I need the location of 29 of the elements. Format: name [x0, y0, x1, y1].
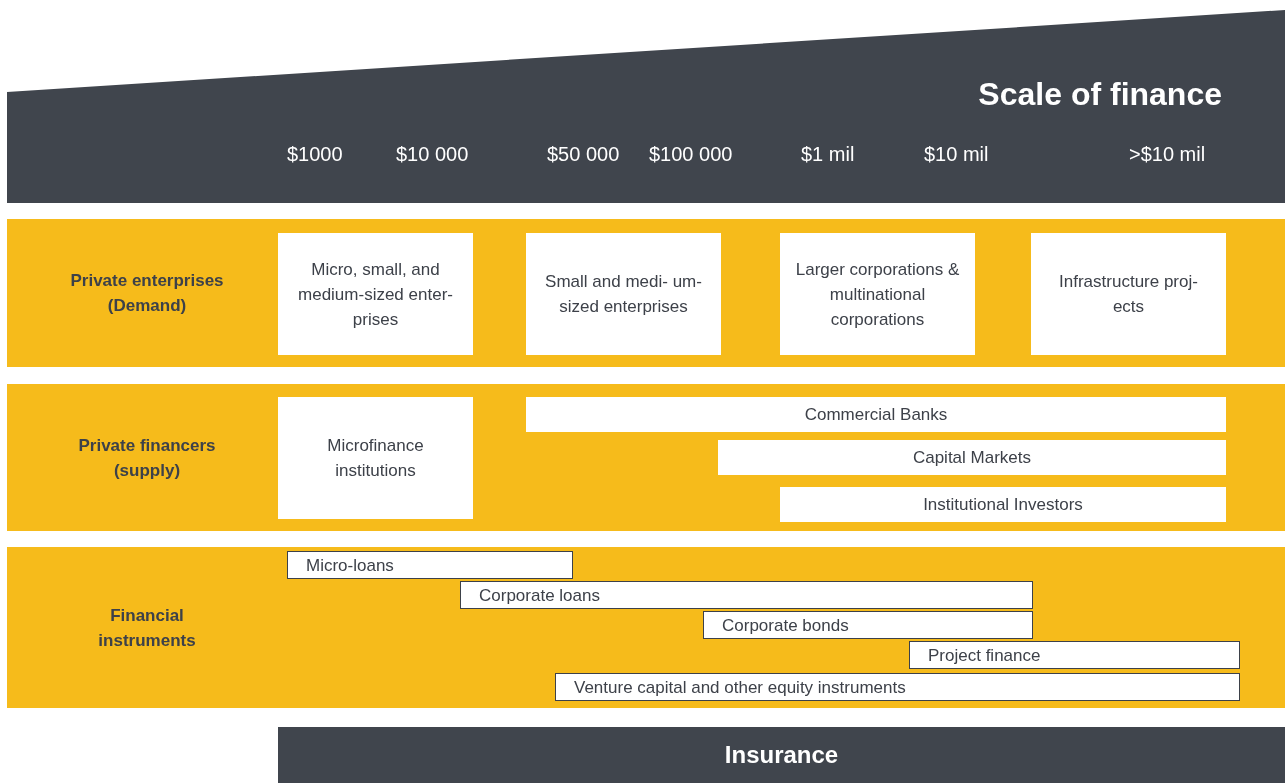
segment-box: Infrastructure proj- ects	[1031, 233, 1226, 355]
instrument-bar: Venture capital and other equity instruments	[555, 673, 1240, 701]
segment-box: Larger corporations & multinational corporations	[780, 233, 975, 355]
category-band	[7, 547, 1285, 708]
scale-tick-label: $1000	[287, 143, 343, 166]
header-band	[7, 10, 1285, 203]
instrument-bar: Corporate loans	[460, 581, 1033, 609]
category-band	[7, 384, 1285, 531]
segment-box: Micro, small, and medium-sized enter- prises	[278, 233, 473, 355]
instrument-bar: Micro-loans	[287, 551, 573, 579]
insurance-band: Insurance	[278, 727, 1285, 783]
instrument-bar: Project finance	[909, 641, 1240, 669]
segment-box: Institutional Investors	[780, 487, 1226, 522]
segment-box: Microfinance institutions	[278, 397, 473, 519]
scale-title: Scale of finance	[978, 76, 1222, 113]
band-heading: Private enterprises (Demand)	[69, 270, 225, 317]
instrument-bar: Corporate bonds	[703, 611, 1033, 639]
scale-tick-label: $10 000	[396, 143, 469, 166]
band-heading: Financial instruments	[97, 604, 197, 652]
segment-box: Small and medi- um-sized enterprises	[526, 233, 721, 355]
segment-box: Commercial Banks	[526, 397, 1226, 432]
category-band	[7, 219, 1285, 367]
scale-tick-label: $50 000	[547, 143, 620, 166]
scale-tick-label: >$10 mil	[1129, 143, 1206, 166]
scale-tick-label: $10 mil	[924, 143, 989, 166]
scale-tick-label: $100 000	[649, 143, 733, 166]
band-heading: Private financers (supply)	[77, 434, 217, 482]
segment-box: Capital Markets	[718, 440, 1226, 475]
scale-tick-label: $1 mil	[801, 143, 855, 166]
